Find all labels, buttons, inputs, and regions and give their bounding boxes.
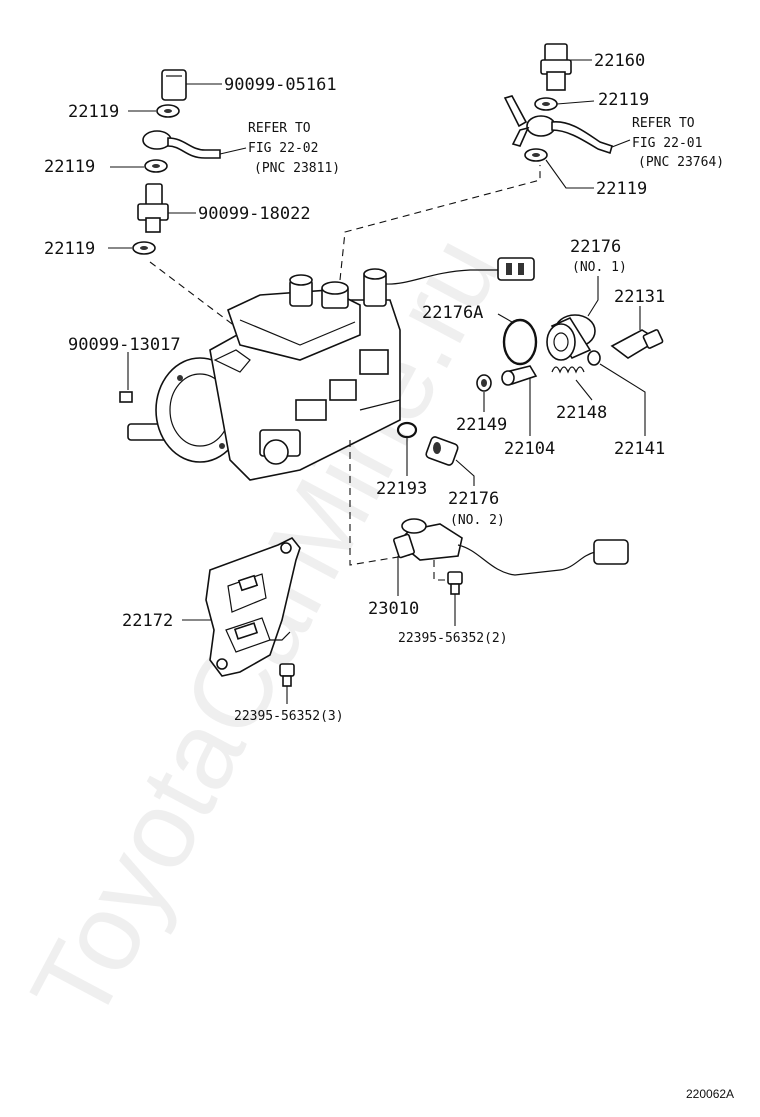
o-ring-part-22193 [396, 421, 418, 476]
label-22395-56352-2: 22395-56352(2) [398, 631, 508, 646]
label-22104: 22104 [504, 439, 555, 459]
label-22176-no1-sub: (NO. 1) [572, 260, 627, 275]
label-refer-left-1: REFER TO [248, 121, 311, 136]
bolt-part-22395-56352-3 [279, 663, 295, 704]
label-refer-right-2: FIG 22-01 [632, 136, 702, 151]
sensor-part-23010 [393, 518, 629, 596]
sleeve-part-22176-no1 [546, 276, 599, 361]
label-refer-left-3: (PNC 23811) [254, 161, 340, 176]
label-22176-no1: 22176 [570, 237, 621, 257]
seal-part-22141 [587, 350, 646, 436]
gasket-part-22119-a [128, 104, 180, 118]
label-23010: 23010 [368, 599, 419, 619]
banjo-fitting-right [503, 95, 631, 155]
label-22148: 22148 [556, 403, 607, 423]
pin-part-22104 [501, 365, 538, 436]
bolt-part-22395-56352-2 [447, 571, 463, 626]
valve-part-22160 [540, 43, 592, 91]
label-90099-18022: 90099-18022 [198, 204, 311, 224]
spring-part-22148 [551, 366, 593, 401]
label-22160: 22160 [594, 51, 645, 71]
label-refer-right-1: REFER TO [632, 116, 695, 131]
label-22395-56352-3: 22395-56352(3) [234, 709, 344, 724]
gasket-part-22119-b [110, 159, 168, 173]
label-22119-d: 22119 [598, 90, 649, 110]
label-22176-no2-sub: (NO. 2) [450, 513, 505, 528]
label-22119-c: 22119 [44, 239, 95, 259]
clip-part-90099-13017 [119, 352, 133, 403]
gasket-part-22119-d [534, 97, 595, 111]
label-refer-right-3: (PNC 23764) [638, 155, 724, 170]
label-90099-05161: 90099-05161 [224, 75, 337, 95]
label-90099-13017: 90099-13017 [68, 335, 181, 355]
gasket-part-22119-e [524, 148, 594, 189]
bolt-part-90099-18022 [137, 183, 196, 233]
o-ring-part-22176A [497, 313, 538, 366]
label-22119-a: 22119 [68, 102, 119, 122]
label-22176A: 22176A [422, 303, 483, 323]
label-22172: 22172 [122, 611, 173, 631]
label-22119-e: 22119 [596, 179, 647, 199]
label-22193: 22193 [376, 479, 427, 499]
sleeve-part-22176-no2 [425, 436, 475, 486]
label-22119-b: 22119 [44, 157, 95, 177]
label-22131: 22131 [614, 287, 665, 307]
label-22141: 22141 [614, 439, 665, 459]
label-refer-left-2: FIG 22-02 [248, 141, 318, 156]
ring-part-22149 [476, 374, 492, 412]
diagram-code: 220062A [686, 1087, 734, 1101]
banjo-fitting-left [142, 130, 247, 159]
plunger-part-22131 [610, 306, 664, 359]
bracket-part-22172 [182, 536, 301, 677]
plug-part-90099-05161 [161, 69, 222, 101]
gasket-part-22119-c [108, 241, 156, 255]
injection-pump-body [127, 257, 535, 481]
label-22149: 22149 [456, 415, 507, 435]
label-22176-no2: 22176 [448, 489, 499, 509]
